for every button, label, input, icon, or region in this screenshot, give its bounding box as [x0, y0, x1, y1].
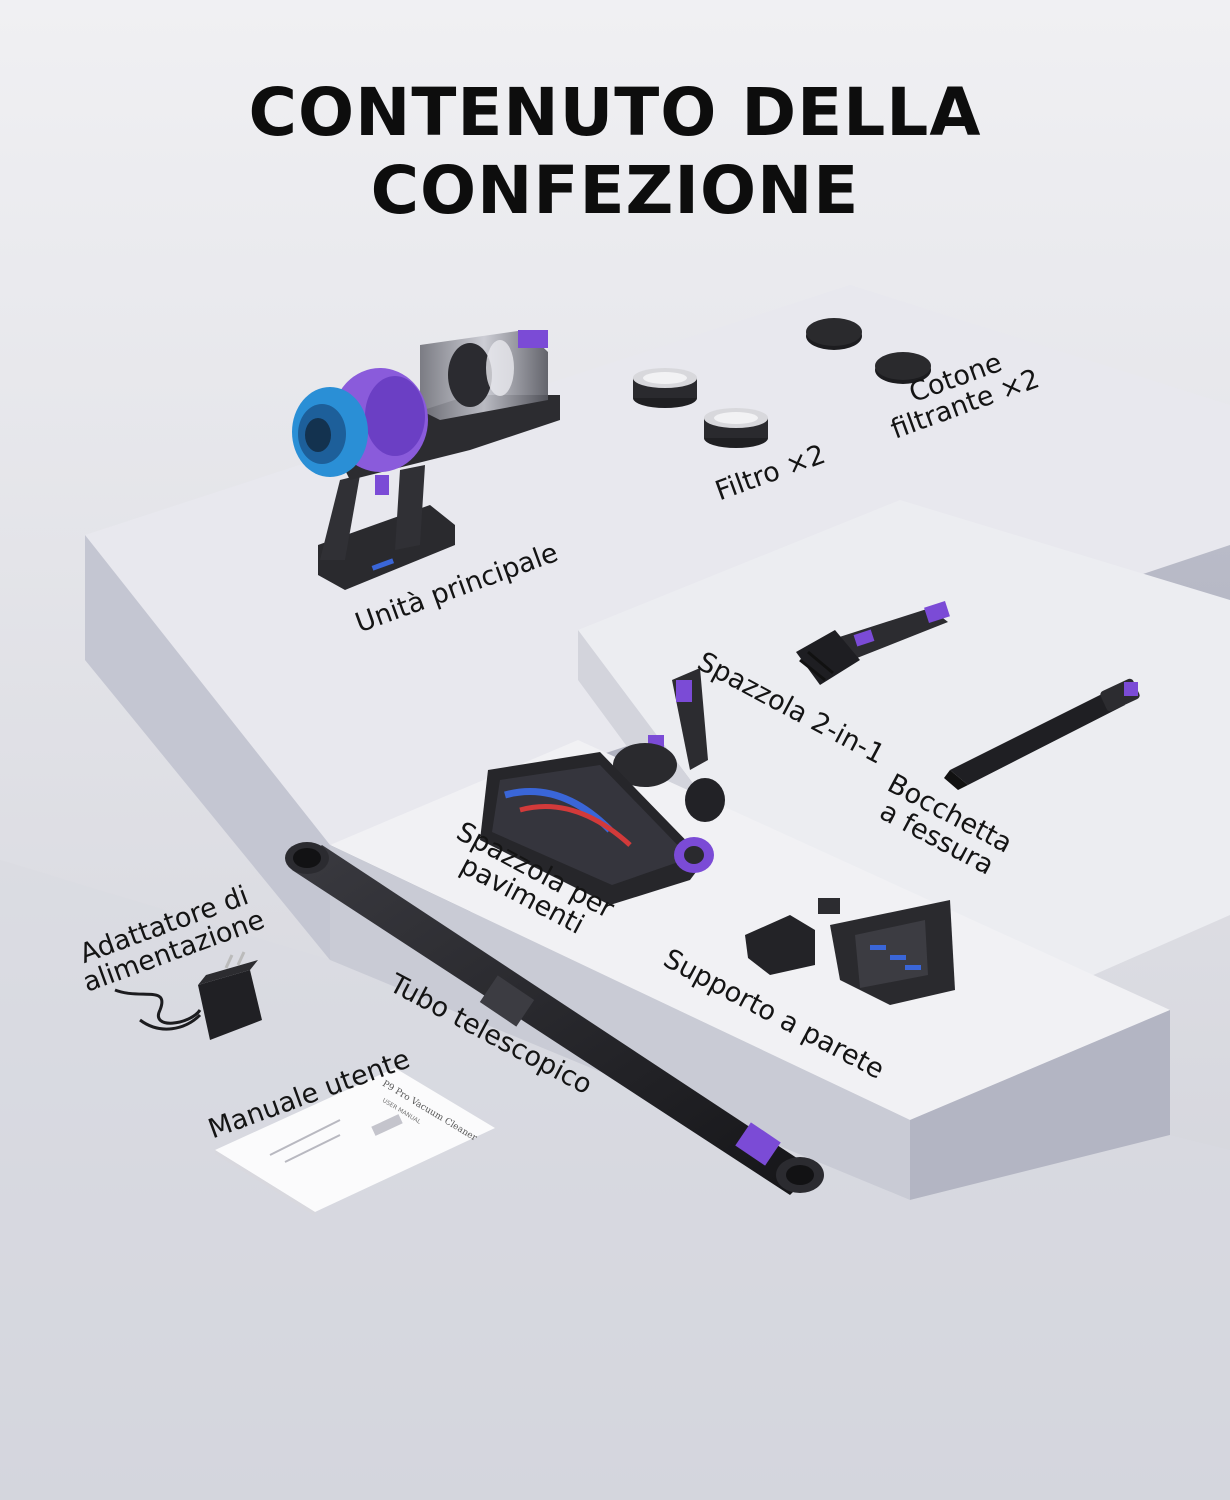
brush-2in1-illustration	[796, 600, 950, 685]
page-title-line1: CONTENUTO DELLA	[248, 74, 982, 151]
cotton-pad-illustration	[806, 318, 931, 384]
crevice-nozzle-illustration	[944, 678, 1140, 790]
main-unit-illustration	[292, 330, 560, 590]
page-title-line2: CONFEZIONE	[370, 152, 860, 229]
floor-brush-illustration	[480, 668, 725, 905]
wall-mount-illustration	[745, 898, 955, 1005]
filter-illustration	[633, 368, 768, 448]
telescopic-tube-illustration	[285, 842, 824, 1195]
power-adapter-illustration	[114, 951, 262, 1040]
user-manual-illustration	[215, 1068, 495, 1216]
